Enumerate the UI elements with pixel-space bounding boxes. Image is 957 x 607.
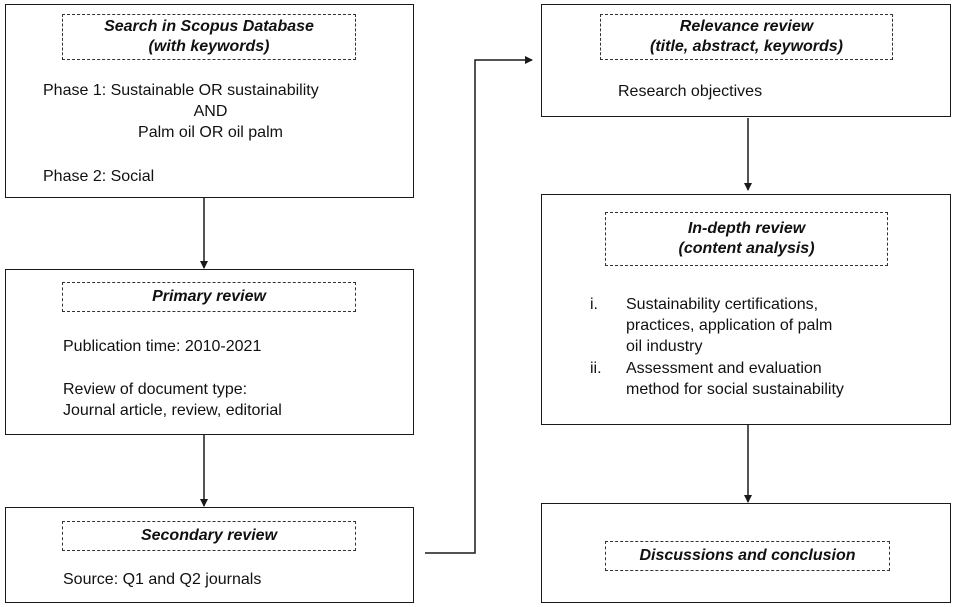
relevance-review-box: Relevance review (title, abstract, keywo… bbox=[541, 4, 951, 117]
relevance-review-title: Relevance review (title, abstract, keywo… bbox=[600, 14, 893, 60]
arrow-secondary-to-relevance bbox=[425, 56, 533, 554]
phase2-text: Phase 2: Social bbox=[43, 168, 155, 185]
publication-time-text: Publication time: 2010-2021 bbox=[63, 338, 262, 355]
primary-review-box: Primary review Publication time: 2010-20… bbox=[5, 269, 414, 435]
primary-review-title-text: Primary review bbox=[152, 288, 266, 305]
indepth-item-2-line2: method for social sustainability bbox=[626, 381, 844, 398]
doctype-line2: Journal article, review, editorial bbox=[63, 402, 282, 419]
doctype-line1: Review of document type: bbox=[63, 381, 248, 398]
search-title-line1: Search in Scopus Database bbox=[104, 18, 314, 35]
discussion-box: Discussions and conclusion bbox=[541, 503, 951, 603]
phase1-line2: AND bbox=[193, 103, 228, 120]
phase1-line3: Palm oil OR oil palm bbox=[138, 124, 283, 141]
indepth-item-1-line1: Sustainability certifications, bbox=[626, 296, 819, 313]
discussion-title-text: Discussions and conclusion bbox=[639, 547, 856, 564]
search-box: Search in Scopus Database (with keywords… bbox=[5, 4, 414, 198]
indepth-item-1-marker: i. bbox=[590, 296, 598, 313]
relevance-title-line1: Relevance review bbox=[679, 18, 814, 35]
source-text: Source: Q1 and Q2 journals bbox=[63, 571, 262, 588]
indepth-item-2-marker: ii. bbox=[590, 360, 602, 377]
discussion-title: Discussions and conclusion bbox=[605, 541, 890, 571]
search-title-line2: (with keywords) bbox=[148, 38, 270, 55]
secondary-review-title-text: Secondary review bbox=[140, 527, 278, 544]
indepth-item-1-line3: oil industry bbox=[626, 338, 703, 355]
indepth-item-2-line1: Assessment and evaluation bbox=[626, 360, 822, 377]
research-objectives-text: Research objectives bbox=[618, 83, 763, 100]
relevance-title-line2: (title, abstract, keywords) bbox=[650, 38, 843, 55]
indepth-title-line1: In-depth review bbox=[687, 220, 806, 237]
search-title: Search in Scopus Database (with keywords… bbox=[62, 14, 356, 60]
indepth-review-box: In-depth review (content analysis) i. Su… bbox=[541, 194, 951, 425]
indepth-item-1-line2: practices, application of palm bbox=[626, 317, 833, 334]
indepth-review-title: In-depth review (content analysis) bbox=[605, 212, 888, 266]
secondary-review-title: Secondary review bbox=[62, 521, 356, 551]
primary-review-title: Primary review bbox=[62, 282, 356, 312]
secondary-review-box: Secondary review Source: Q1 and Q2 journ… bbox=[5, 507, 414, 603]
phase1-line1: Phase 1: Sustainable OR sustainability bbox=[43, 82, 319, 99]
indepth-title-line2: (content analysis) bbox=[678, 240, 815, 257]
